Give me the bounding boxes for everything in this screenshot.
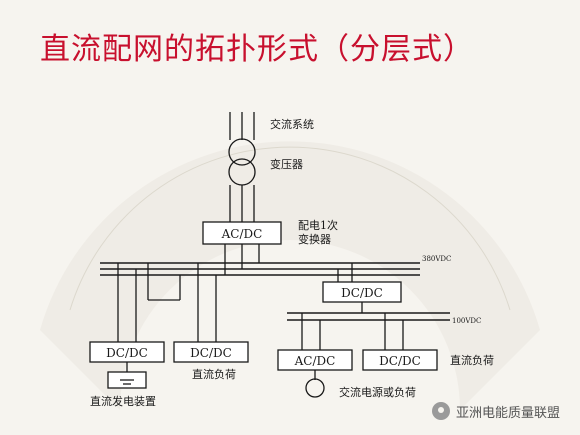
ac-source-label: 交流电源或负荷 — [339, 385, 416, 399]
watermark: 亚洲电能质量联盟 — [432, 398, 572, 424]
ac-system-label: 交流系统 — [270, 117, 314, 131]
dc-dc-lower-box — [362, 349, 438, 371]
watermark-text: 亚洲电能质量联盟 — [456, 405, 561, 421]
dc-dc-left1-label: DC/DC — [106, 346, 148, 360]
dc-load-left-label: 直流负荷 — [192, 367, 236, 381]
ac-dc-lower-label: AC/DC — [294, 354, 336, 368]
wechat-icon — [432, 402, 450, 420]
dc-dc-left2-box — [173, 341, 249, 363]
transformer-coil-bottom — [228, 158, 256, 186]
bus-100-label: 100VDC — [452, 317, 481, 325]
ac-source-circle — [305, 378, 325, 398]
dc-dc-mid-label: DC/DC — [341, 286, 383, 300]
dc-dc-left2-label: DC/DC — [190, 346, 232, 360]
primary-conversion-line1: 配电1次 — [298, 218, 338, 232]
bus-380-label: 380VDC — [422, 255, 451, 263]
slide-title: 直流配网的拓扑形式（分层式） — [40, 32, 474, 67]
dc-dc-lower-label: DC/DC — [379, 354, 421, 368]
transformer-coil-top — [228, 138, 256, 166]
dc-load-right-label: 直流负荷 — [450, 353, 494, 367]
transformer-label: 变压器 — [270, 157, 303, 171]
primary-conversion-line2: 变换器 — [298, 232, 331, 246]
ac-dc-main-label: AC/DC — [221, 227, 263, 241]
dc-generator-label: 直流发电装置 — [90, 394, 156, 408]
